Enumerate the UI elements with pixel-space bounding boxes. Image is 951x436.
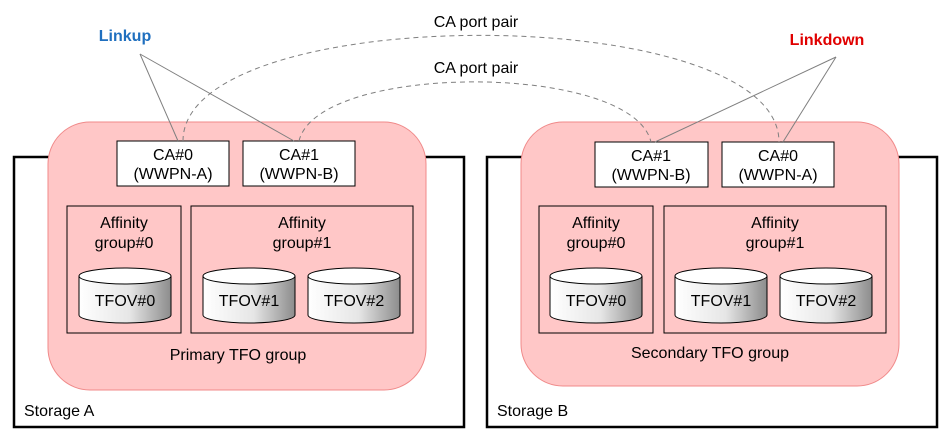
ca-port-pair-connector-outer	[182, 34, 780, 143]
port-wwpn: (WWPN-A)	[133, 166, 212, 183]
volume-label: TFOV#2	[324, 293, 385, 310]
ca-port-pair-label-inner: CA port pair	[434, 60, 519, 77]
storage-b-label: Storage B	[497, 403, 568, 420]
port-name: CA#1	[279, 147, 319, 164]
storage-a-label: Storage A	[24, 403, 95, 420]
affinity-label-line2: group#1	[746, 235, 805, 252]
affinity-label-line2: group#1	[273, 235, 332, 252]
affinity-label-line1: Affinity	[751, 215, 799, 232]
primary-group-label: Primary TFO group	[170, 347, 307, 364]
affinity-label-line2: group#0	[95, 235, 154, 252]
volume-cylinder: TFOV#0	[78, 267, 172, 324]
volume-cylinder: TFOV#2	[307, 267, 401, 324]
secondary-port-ca0: CA#0 (WWPN-A)	[721, 141, 835, 188]
port-name: CA#0	[758, 148, 798, 165]
volume-label: TFOV#2	[796, 293, 857, 310]
linkdown-callout: Linkdown	[654, 32, 865, 143]
primary-affinity-group-0: Affinity group#0 TFOV#0	[66, 205, 182, 334]
volume-cylinder: TFOV#2	[779, 267, 873, 324]
primary-tfo-group	[47, 121, 427, 391]
volume-label: TFOV#0	[566, 293, 627, 310]
linkup-label: Linkup	[99, 28, 152, 45]
secondary-affinity-group-0: Affinity group#0 TFOV#0	[538, 205, 654, 334]
affinity-label-line2: group#0	[567, 235, 626, 252]
volume-cylinder: TFOV#1	[202, 267, 296, 324]
volume-label: TFOV#0	[95, 293, 156, 310]
ca-port-pair-label-outer: CA port pair	[434, 14, 519, 31]
primary-affinity-group-1: Affinity group#1 TFOV#1 TFOV#2	[190, 205, 414, 334]
primary-port-ca0: CA#0 (WWPN-A)	[116, 140, 230, 187]
affinity-label-line1: Affinity	[278, 215, 326, 232]
secondary-group-label: Secondary TFO group	[631, 345, 789, 362]
port-wwpn: (WWPN-B)	[259, 166, 338, 183]
volume-cylinder: TFOV#0	[549, 267, 643, 324]
ca-port-pair-connector-inner	[298, 81, 652, 143]
port-name: CA#1	[631, 148, 671, 165]
port-wwpn: (WWPN-A)	[738, 167, 817, 184]
volume-label: TFOV#1	[219, 293, 280, 310]
affinity-label-line1: Affinity	[572, 215, 620, 232]
secondary-affinity-group-1: Affinity group#1 TFOV#1 TFOV#2	[663, 205, 887, 334]
port-name: CA#0	[153, 147, 193, 164]
primary-port-ca1: CA#1 (WWPN-B)	[242, 140, 356, 187]
volume-cylinder: TFOV#1	[674, 267, 768, 324]
port-wwpn: (WWPN-B)	[611, 167, 690, 184]
secondary-port-ca1: CA#1 (WWPN-B)	[594, 141, 709, 188]
linkdown-label: Linkdown	[790, 32, 865, 49]
linkup-callout: Linkup	[99, 28, 295, 142]
volume-label: TFOV#1	[691, 293, 752, 310]
affinity-label-line1: Affinity	[100, 215, 148, 232]
